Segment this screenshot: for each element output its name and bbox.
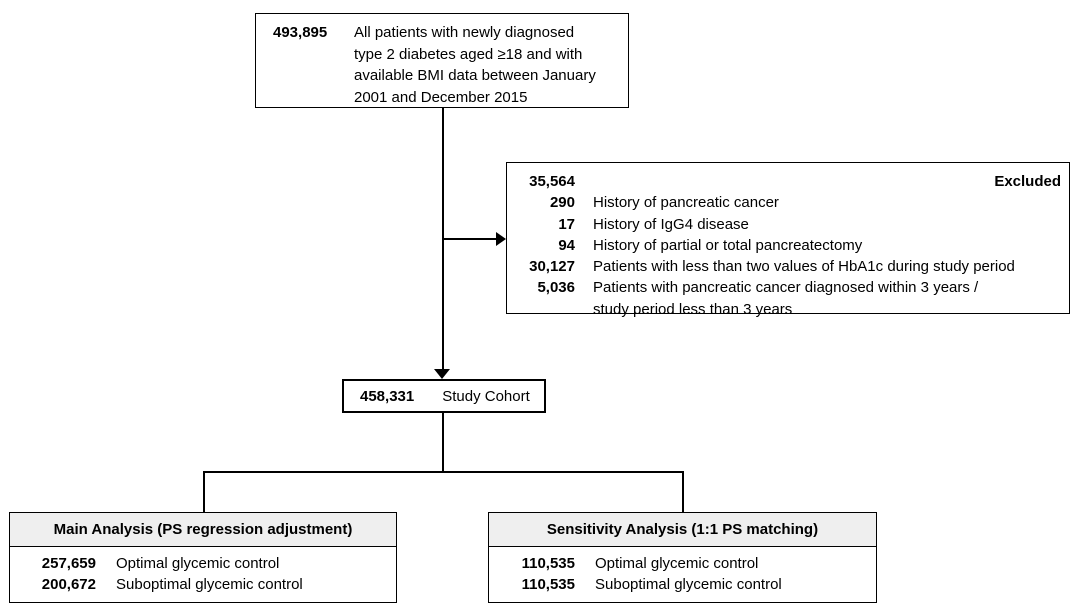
all-patients-count: 493,895 [273,24,328,41]
excluded-row-label: History of IgG4 disease [593,215,749,233]
excluded-label: Excluded [994,173,1061,190]
analysis-row-count: 257,659 [41,555,96,572]
connector-drop-right [682,471,684,512]
analysis-row-label: Suboptimal glycemic control [116,575,303,593]
connector-top-to-cohort [442,107,444,371]
study-cohort-box: 458,331 Study Cohort [342,379,546,413]
analysis-row-label: Optimal glycemic control [595,555,759,572]
connector-cohort-to-split [442,413,444,472]
sensitivity-analysis-header: Sensitivity Analysis (1:1 PS matching) [489,513,876,547]
study-cohort-count: 458,331 [360,387,415,405]
excluded-row-label: Patients with pancreatic cancer diagnose… [593,279,979,318]
study-cohort-label: Study Cohort [442,387,530,405]
excluded-count: 35,564 [529,173,575,190]
connector-to-excluded [443,238,496,240]
excluded-rows: 35,564 Excluded 290 History of pancreati… [515,171,1061,320]
excluded-row-count: 30,127 [529,258,575,276]
analysis-row-count: 110,535 [521,575,575,593]
sensitivity-analysis-rows: 110,535 Optimal glycemic control 110,535… [489,547,876,595]
main-analysis-rows: 257,659 Optimal glycemic control 200,672… [10,547,396,595]
analysis-row-label: Suboptimal glycemic control [595,575,782,593]
analysis-row-count: 110,535 [521,555,575,572]
excluded-row-count: 94 [558,236,575,254]
excluded-row-label: History of partial or total pancreatecto… [593,236,863,254]
excluded-row-count: 17 [558,215,575,233]
main-analysis-header: Main Analysis (PS regression adjustment) [10,513,396,547]
sensitivity-analysis-title: Sensitivity Analysis (1:1 PS matching) [546,521,819,538]
excluded-box: 35,564 Excluded 290 History of pancreati… [506,162,1070,318]
sensitivity-analysis-box: Sensitivity Analysis (1:1 PS matching) 1… [488,512,877,603]
all-patients-box: 493,895 All patients with newly diagnose… [255,13,629,108]
all-patients-description: All patients with newly diagnosed type 2… [354,24,596,106]
excluded-row-count: 5,036 [537,279,575,297]
analysis-row-label: Optimal glycemic control [116,555,280,572]
main-analysis-box: Main Analysis (PS regression adjustment)… [9,512,397,603]
main-analysis-title: Main Analysis (PS regression adjustment) [53,521,353,538]
connector-drop-left [203,471,205,512]
arrowhead-right-icon [496,231,506,246]
excluded-row-label: History of pancreatic cancer [593,194,779,212]
analysis-row-count: 200,672 [41,575,96,593]
connector-split-bar [203,471,684,473]
excluded-row-label: Patients with less than two values of Hb… [593,258,1015,276]
excluded-row-count: 290 [549,194,575,212]
arrowhead-down-icon [434,369,450,379]
